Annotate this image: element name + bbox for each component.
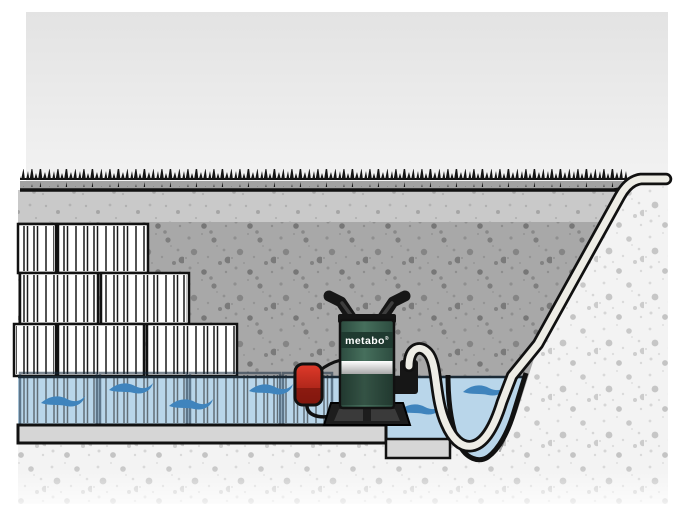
pallet-stack [12,222,239,378]
pallet-block [145,322,239,378]
discharge-hose [402,172,673,453]
floor-slab [16,423,388,445]
pallet-block [16,222,58,275]
hose-body [405,175,670,450]
sky [26,12,668,190]
pallet-block [18,271,100,326]
pallet-block [99,271,191,326]
wave-icon [41,396,85,407]
wave-icon [399,404,443,415]
wave-icon [169,399,213,410]
brand-band [341,332,393,348]
bottom-fade [14,468,670,517]
wave-icon [109,383,153,394]
float-switch [293,362,324,407]
pallet-block [12,322,58,378]
waves [41,383,507,415]
strainer-slot [371,409,400,421]
floor-slab-step [384,437,452,460]
pallet-block [56,222,150,275]
strainer-slot [334,409,363,421]
wave-icon [249,384,293,395]
wave-icon [463,385,507,396]
float-switch-lower-half [296,388,321,404]
submerged-pallet-row [18,371,334,427]
grass-blades [20,169,628,187]
topsoil-band [18,188,626,222]
sump-basin-outline [445,372,529,463]
pump-stripe [341,361,393,374]
submersible-pump: metabo® [323,290,411,410]
pump-brand-label: metabo® [345,335,389,347]
undisturbed-soil-right [490,176,668,504]
pallet-block [56,322,146,378]
registered-mark: ® [385,335,389,342]
pump-lower-shade [341,374,393,405]
